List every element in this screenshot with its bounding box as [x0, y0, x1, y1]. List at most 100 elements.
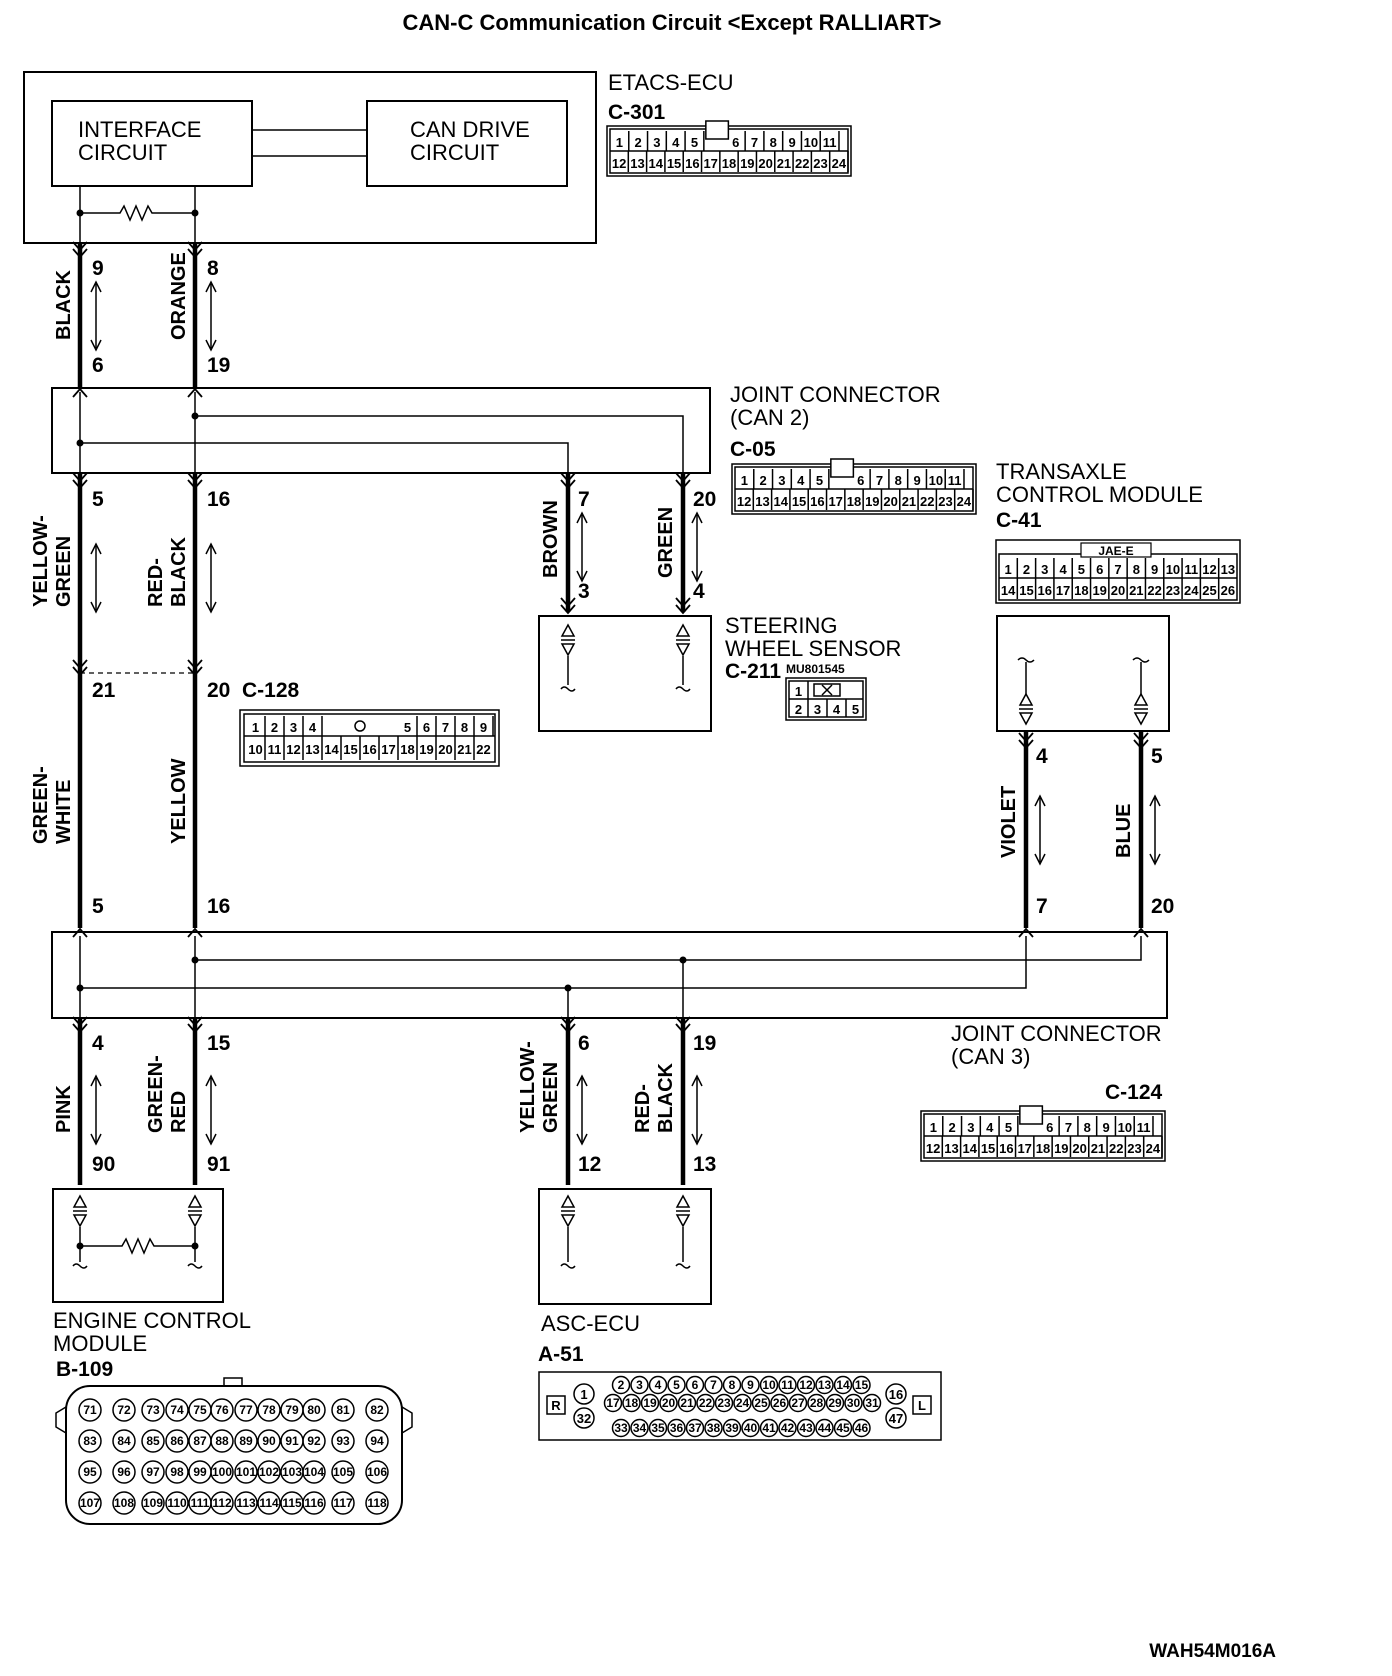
ecm-name-1: ENGINE CONTROL [53, 1308, 251, 1333]
wire-c128-right: 16 YELLOW [168, 675, 230, 938]
pin-number: 10 [929, 473, 943, 488]
wire-c128-left: 5 GREEN- WHITE [30, 675, 104, 938]
pin-circle [815, 1375, 834, 1395]
pin-number: 8 [1084, 1120, 1091, 1135]
wire-steer-left: 7 3 BROWN [540, 472, 590, 614]
pin-circle [677, 1393, 697, 1413]
pin-number: 108 [114, 1496, 134, 1510]
steering-wheel-sensor: STEERING WHEEL SENSOR C-211 MU801545 [538, 613, 901, 732]
wire-color-label-1: RED- [632, 1084, 654, 1133]
pin-circle [302, 1398, 326, 1422]
pin-number: 2 [618, 1378, 625, 1392]
pin-number: 5 [404, 720, 411, 735]
pin-number: 7 [710, 1378, 717, 1392]
wire-tcm-left: 4 7 VIOLET [998, 731, 1048, 938]
can-drive-label-2: CIRCUIT [410, 140, 499, 165]
pin-number: 80 [307, 1403, 321, 1417]
can3-name-1: JOINT CONNECTOR [951, 1021, 1162, 1046]
pin-number: 18 [847, 494, 861, 509]
asc-right-mark: L [918, 1398, 926, 1413]
tcm-name-1: TRANSAXLE [996, 459, 1127, 484]
pin-number: 20 [883, 494, 897, 509]
pin-label: 6 [92, 354, 104, 377]
pin-number: 45 [836, 1421, 850, 1435]
pin-number: 39 [725, 1421, 739, 1435]
wire-etacs-left: 9 6 BLACK [53, 241, 104, 398]
pin-number: 1 [1005, 562, 1012, 577]
pin-circle [751, 1393, 771, 1413]
pin-circle [234, 1460, 258, 1484]
pin-label: 20 [693, 488, 716, 511]
pin-number: 109 [143, 1496, 163, 1510]
pin-circle [112, 1491, 136, 1515]
pin-number: 3 [814, 702, 821, 717]
pin-label: 5 [92, 895, 104, 918]
pin-number: 85 [146, 1434, 160, 1448]
pin-number: 21 [457, 742, 471, 757]
etacs-ecu: INTERFACE CIRCUIT CAN DRIVE CIRCUIT ETAC… [23, 70, 734, 244]
pin-circle [885, 1407, 907, 1429]
wire-tcm-right: 5 20 BLUE [1113, 731, 1174, 938]
pin-number: 24 [736, 1396, 750, 1410]
pin-number: 12 [799, 1378, 813, 1392]
pin-number: 116 [304, 1496, 324, 1510]
pin-number: 11 [948, 473, 962, 488]
pin-number: 17 [381, 742, 395, 757]
pin-number: 19 [419, 742, 433, 757]
asc-connector-id: A-51 [538, 1343, 584, 1366]
pin-circle [696, 1393, 715, 1413]
pin-circle [603, 1393, 623, 1413]
pin-number: 24 [1184, 583, 1199, 598]
pin-number: 15 [855, 1378, 869, 1392]
pin-number: 7 [1114, 562, 1121, 577]
wire-can2-right: 16 20 RED- BLACK [145, 472, 230, 702]
etacs-name: ETACS-ECU [608, 70, 734, 95]
wire-color-label-2: RED [168, 1091, 190, 1133]
pin-number: 12 [1202, 562, 1216, 577]
pin-label: 21 [92, 679, 116, 702]
pin-circle [759, 1418, 779, 1438]
pin-number: 15 [1019, 583, 1033, 598]
pin-number: 95 [83, 1465, 97, 1479]
pin-number: 4 [1059, 562, 1067, 577]
pin-number: 79 [285, 1403, 299, 1417]
wire-color-label-1: RED- [145, 558, 167, 607]
pin-number: 2 [271, 720, 278, 735]
steering-part-no: MU801545 [786, 662, 845, 676]
pin-number: 112 [212, 1496, 232, 1510]
pin-label: 16 [207, 895, 230, 918]
pin-number: 106 [367, 1465, 387, 1479]
pin-label: 20 [1151, 895, 1174, 918]
asc-ecu: ASC-ECU A-51 [538, 1188, 712, 1366]
wire-color-label: ORANGE [168, 252, 190, 340]
steering-connector-id: C-211 [725, 660, 781, 683]
pin-circle [141, 1429, 165, 1453]
pin-number: 24 [957, 494, 972, 509]
pin-number: 22 [795, 156, 809, 171]
interface-circuit-label-2: CIRCUIT [78, 140, 167, 165]
pin-circle [165, 1398, 189, 1422]
pin-circle [141, 1398, 165, 1422]
pin-number: 6 [1046, 1120, 1053, 1135]
pin-number: 19 [1054, 1141, 1068, 1156]
pin-number: 87 [193, 1434, 207, 1448]
pin-number: 92 [307, 1434, 321, 1448]
pin-circle [648, 1418, 668, 1438]
can2-connector-id: C-05 [730, 438, 776, 461]
pin-number: 23 [1166, 583, 1180, 598]
pin-circle [141, 1460, 165, 1484]
pin-label: 91 [207, 1153, 231, 1176]
pin-number: 3 [653, 135, 660, 150]
pin-number: 97 [146, 1465, 160, 1479]
pin-label: 4 [92, 1032, 104, 1055]
pin-number: 3 [967, 1120, 974, 1135]
pin-number: 3 [1041, 562, 1048, 577]
pin-circle [807, 1393, 826, 1413]
pin-circle [885, 1383, 907, 1405]
pin-number: 32 [577, 1411, 591, 1426]
pin-label: 20 [207, 679, 230, 702]
wire-color-label-2: WHITE [53, 780, 75, 844]
